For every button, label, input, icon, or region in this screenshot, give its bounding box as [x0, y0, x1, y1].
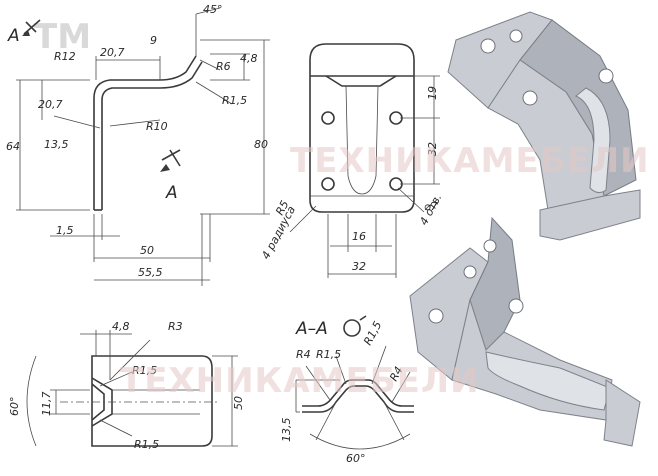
section-mark-top: A	[7, 19, 41, 46]
section-mark-letter: A	[7, 26, 20, 46]
watermark-top: ТЕХНИКАМЕБЕЛИ	[290, 141, 650, 181]
dim-r3: R3	[168, 320, 183, 333]
dim-w20-7: 20,7	[100, 46, 125, 59]
bracket-photo-bottom	[409, 216, 641, 447]
dim-h80: 80	[254, 138, 268, 151]
watermark-bottom: ТЕХНИКАМЕБЕЛИ	[120, 361, 480, 401]
hole-1	[321, 111, 335, 125]
dim-a60: 60°	[8, 397, 21, 417]
dim-w50: 50	[140, 244, 154, 257]
section-view: A–A R4 R1,5 R1,5 R4 13,5 60°	[280, 315, 414, 465]
dim-w32: 32	[352, 260, 366, 273]
dim-h50: 50	[232, 396, 245, 410]
dim-sec-r1-5b: R1,5	[361, 319, 384, 347]
dim-h11-7: 11,7	[40, 392, 53, 417]
dim-w16: 16	[352, 230, 366, 243]
dim-sec-r4b: R4	[387, 364, 405, 383]
dim-h4-8: 4,8	[240, 52, 258, 65]
dim-r1-5b: R1,5	[134, 438, 159, 451]
dim-w55-5: 55,5	[138, 266, 163, 279]
section-mark-letter-2: A	[165, 183, 178, 203]
dim-r1-5: R1,5	[222, 94, 247, 107]
logo-text: ТМ	[34, 17, 91, 57]
top-view: 4,8 R3 R1,5 R1,5 60° 11,7 50	[8, 320, 245, 451]
dim-h9: 9	[150, 34, 157, 47]
dim-h19: 19	[426, 86, 439, 100]
dim-r1-5a: R1,5	[132, 364, 157, 377]
side-view: A R12 20,7 9 45° R6 4,8 R1,5 20,7 64 13,…	[6, 3, 270, 286]
dim-w1-5: 1,5	[56, 224, 74, 237]
dim-sec-r4a: R4	[296, 348, 311, 361]
dim-r12: R12	[54, 50, 76, 63]
dim-w4-8: 4,8	[112, 320, 130, 333]
logo: ТМ	[34, 17, 91, 57]
side-profile	[93, 55, 197, 210]
dim-a13-5: 13,5	[44, 138, 69, 151]
dim-h64: 64	[6, 140, 20, 153]
dim-sec-h13-5: 13,5	[280, 418, 293, 443]
hole-3	[321, 177, 335, 191]
dim-r5: R5	[273, 198, 291, 217]
dim-a45: 45°	[203, 3, 223, 16]
dim-d7: ⌀7	[424, 200, 438, 213]
dim-sec-a60: 60°	[346, 452, 366, 465]
section-title: A–A	[295, 319, 328, 339]
bracket-photo-top	[447, 11, 641, 241]
dim-sec-r1-5a: R1,5	[316, 348, 341, 361]
dim-r6: R6	[216, 60, 231, 73]
dim-h32: 32	[426, 142, 439, 156]
dim-r10: R10	[146, 120, 168, 133]
dim-h20-7: 20,7	[38, 98, 63, 111]
